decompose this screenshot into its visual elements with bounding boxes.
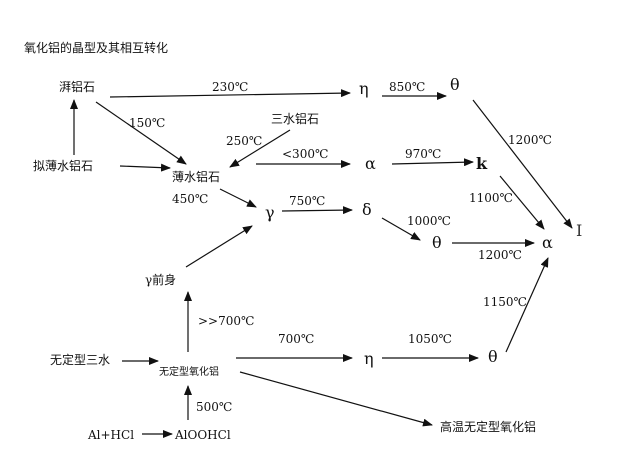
arrow-nordstrandite-boehmite [119,163,171,172]
arrow-bayerite-boehmite [95,101,187,165]
node-alooh-cl: AlOOHCl [175,428,231,442]
arrow-delta-theta [381,217,421,241]
edge-label-alpha-kappa: 970℃ [405,147,442,161]
arrow-theta-bottom-alpha [505,257,549,353]
node-alpha-mid: α [365,154,376,173]
arrow-theta-alpha-final [472,99,573,229]
text-cursor-icon: I [576,221,583,240]
node-al-hcl: Al+HCl [88,428,135,442]
node-delta: δ [362,200,372,219]
node-alpha-final: α [542,233,553,252]
node-theta-mid: θ [432,233,442,252]
edge-label-gamma-delta: 750℃ [289,194,326,208]
node-high-temp-amorphous: 高温无定型氧化铝 [440,420,537,434]
node-amorphous-trihydrate: 无定型三水 [50,353,111,367]
edge-label-alooh-amorphous: 500℃ [196,400,233,414]
node-bayerite: 湃铝石 [59,80,96,94]
arrow-gamma-delta [281,206,353,215]
edge-label-eta-theta-bottom: 1050℃ [408,332,452,346]
arrow-amorphous-hightemp [239,371,433,427]
edge-label-amorphous-precursor: >>700℃ [198,314,255,328]
edge-label-theta-bottom-alpha: 1150℃ [483,295,527,309]
edge-label-delta-theta: 1000℃ [407,214,451,228]
edge-label-eta-theta: 850℃ [389,80,426,94]
node-eta-bottom: η [364,349,374,368]
arrow-precursor-gamma [185,225,253,268]
edge-label-theta-alpha: 1200℃ [508,133,552,147]
page-title: 氧化铝的晶型及其相互转化 [24,41,169,55]
arrow-gibbsite-boehmite [229,129,291,168]
arrow-kappa-alpha-final [499,175,545,230]
node-eta-top: η [359,79,369,98]
edge-label-boehmite-gamma: 450℃ [172,192,209,206]
edge-label-bayerite-boehmite: 150℃ [129,116,166,130]
node-boehmite: 薄水铝石 [172,170,221,184]
arrow-alpha-kappa [391,158,474,167]
edge-label-theta-alpha-mid: 1200℃ [478,248,522,262]
arrow-boehmite-gamma [219,188,257,208]
edge-label-kappa-alpha: 1100℃ [469,191,513,205]
edge-label-amorphous-eta: 700℃ [278,332,315,346]
node-theta-bottom: θ [488,347,498,366]
node-gamma-precursor: γ前身 [145,273,177,287]
node-kappa: k [476,154,488,173]
edge-label-bayerite-eta: 230℃ [212,80,249,94]
node-gibbsite: 三水铝石 [271,112,320,126]
node-nordstrandite: 拟薄水铝石 [33,159,94,173]
node-theta-top: θ [450,75,460,94]
edge-label-gibbsite-boehmite: 250℃ [226,134,263,148]
node-gamma: γ [265,203,275,222]
edge-label-boehmite-alpha: <300℃ [282,147,329,161]
node-amorphous-alumina: 无定型氧化铝 [159,367,219,378]
arrow-bayerite-eta [109,89,351,98]
